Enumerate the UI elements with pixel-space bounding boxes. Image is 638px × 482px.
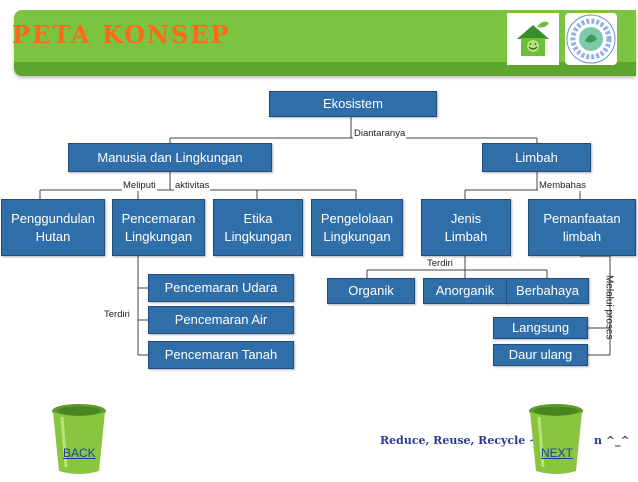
- node-pencemaran-air: Pencemaran Air: [148, 306, 294, 334]
- node-limbah: Limbah: [482, 143, 591, 172]
- label-melalui-proses: Melalui proses: [603, 274, 615, 340]
- node-jenis-limbah: Jenis Limbah: [421, 199, 511, 256]
- label-membahas: Membahas: [538, 180, 587, 191]
- node-pencemaran-lingkungan: Pencemaran Lingkungan: [112, 199, 205, 256]
- node-etika-lingkungan: Etika Lingkungan: [213, 199, 303, 256]
- node-daur-ulang: Daur ulang: [493, 344, 588, 366]
- label-diantaranya: Diantaranya: [353, 128, 407, 139]
- back-button[interactable]: BACK: [63, 446, 96, 460]
- node-anorganik: Anorganik: [423, 278, 507, 304]
- header: PETA KONSEP: [0, 0, 638, 80]
- eco-house-logo: [507, 13, 559, 65]
- node-ekosistem: Ekosistem: [269, 91, 437, 117]
- label-aktivitas: aktivitas: [174, 180, 211, 191]
- node-berbahaya: Berbahaya: [506, 278, 589, 304]
- node-langsung: Langsung: [493, 317, 588, 339]
- node-pengelolaan-lingkungan: Pengelolaan Lingkungan: [311, 199, 403, 256]
- label-meliputi: Meliputi: [122, 180, 157, 191]
- label-terdiri-left: Terdiri: [103, 309, 131, 320]
- next-bin-icon[interactable]: [527, 403, 585, 482]
- node-pemanfaatan-limbah: Pemanfaatan limbah: [528, 199, 636, 256]
- node-pencemaran-udara: Pencemaran Udara: [148, 274, 294, 302]
- label-terdiri-right: Terdiri: [426, 258, 454, 269]
- node-manusia-dan-lingkungan: Manusia dan Lingkungan: [68, 143, 272, 172]
- next-button[interactable]: NEXT: [541, 446, 574, 460]
- slogan-tail-text: n ^_^: [594, 434, 630, 447]
- page-title: PETA KONSEP: [12, 20, 231, 49]
- sekolah-hijau-badge-logo: [565, 13, 617, 65]
- slogan-text: Reduce, Reuse, Recycle ~: [380, 434, 539, 447]
- node-pencemaran-tanah: Pencemaran Tanah: [148, 341, 294, 369]
- node-penggundulan-hutan: Penggundulan Hutan: [1, 199, 105, 256]
- back-bin-icon[interactable]: [50, 403, 108, 482]
- node-organik: Organik: [327, 278, 415, 304]
